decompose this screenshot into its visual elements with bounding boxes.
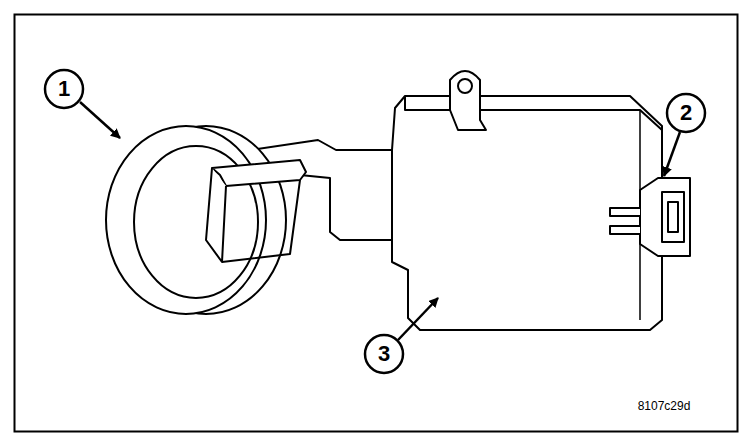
ring-tab	[222, 180, 300, 262]
connector	[640, 178, 690, 256]
connector-tab	[610, 208, 640, 216]
connector-face	[662, 192, 684, 242]
leader-arrow	[80, 102, 120, 138]
figure-code: 8107c29d	[638, 400, 691, 412]
callout-circle	[45, 70, 83, 108]
ring-tab	[212, 160, 306, 186]
callout-number: 1	[58, 78, 70, 100]
connector-pin	[668, 202, 678, 232]
callout-number: 2	[680, 102, 692, 124]
mounting-hole	[458, 79, 472, 93]
housing-edge	[405, 96, 662, 130]
callout-circle	[365, 335, 403, 373]
mounting-ear	[450, 71, 486, 130]
connector-tab	[610, 226, 640, 234]
callout-number: 3	[378, 343, 390, 365]
leader-arrow	[664, 132, 680, 176]
ring-front	[106, 126, 266, 314]
callout-circle	[667, 94, 705, 132]
housing	[392, 96, 662, 330]
leader-arrow	[398, 298, 438, 340]
frame	[15, 15, 738, 432]
ring-tab	[206, 168, 226, 262]
